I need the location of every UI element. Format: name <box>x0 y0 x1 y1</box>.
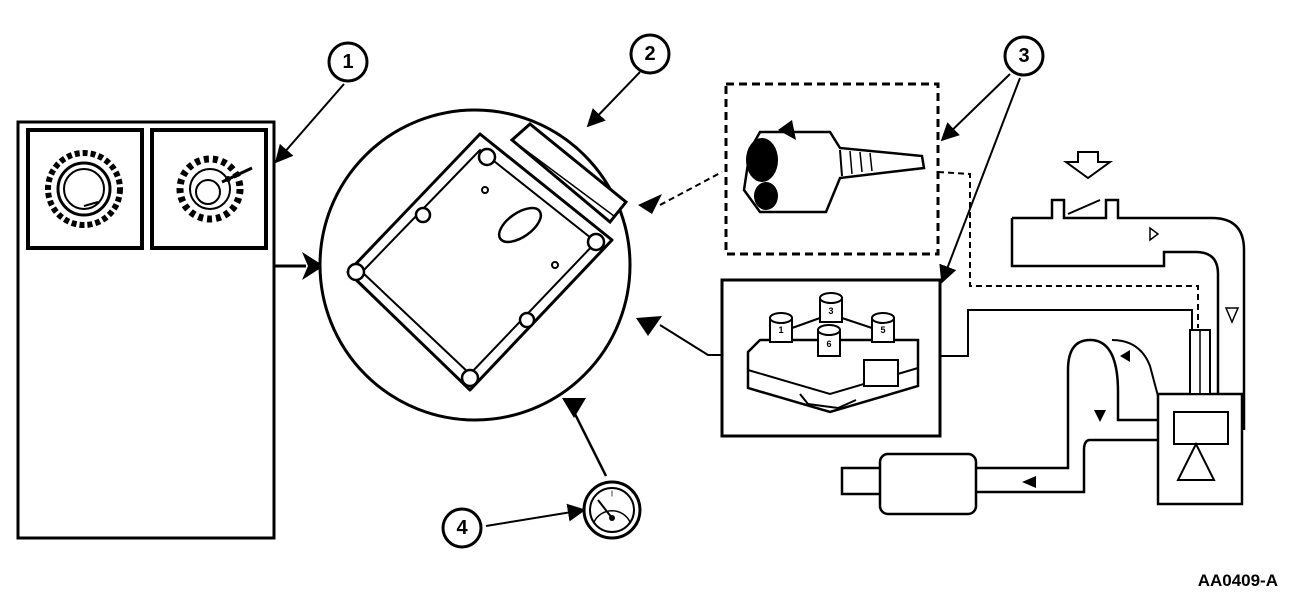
sensor-panel <box>16 120 276 540</box>
spark-plug-box <box>724 82 1199 328</box>
gauge-scale-mark: I <box>611 490 613 499</box>
callout-4: 4 <box>441 507 483 549</box>
coil-tower-3: 3 <box>819 292 843 323</box>
callout-3-label: 3 <box>1018 45 1029 67</box>
output-arrow-to-tachometer <box>562 398 608 477</box>
callout-1-label: 1 <box>342 51 353 73</box>
coil-tower-5: 5 <box>871 312 895 343</box>
figure-id: AA0409-A <box>1198 571 1278 590</box>
signal-arrow-sensors-to-module <box>274 252 324 280</box>
callout-leaders <box>274 71 1021 527</box>
tachometer-gauge: I <box>582 480 642 540</box>
callout-1: 1 <box>327 41 369 83</box>
engine-intake-exhaust-schematic <box>840 151 1246 516</box>
ignition-control-module <box>318 108 632 422</box>
crankshaft-sensor-window <box>26 128 144 250</box>
coil-tower-1: 1 <box>769 312 793 343</box>
output-arrow-to-coil-pack <box>636 316 722 356</box>
coil-pack-box: 1 3 5 6 <box>720 278 1193 438</box>
coil-tower-label: 5 <box>880 325 885 335</box>
callout-4-label: 4 <box>456 517 468 539</box>
intake-arrow-icon <box>1062 151 1114 180</box>
coil-tower-label: 3 <box>828 306 833 316</box>
coil-tower-6: 6 <box>817 324 841 357</box>
callout-2: 2 <box>629 33 671 75</box>
coil-tower-label: 6 <box>826 339 831 349</box>
output-arrow-to-spark-plug <box>638 171 723 214</box>
callout-2-label: 2 <box>644 43 655 65</box>
camshaft-sensor-window <box>150 128 268 250</box>
callout-3: 3 <box>1003 35 1045 77</box>
coil-tower-label: 1 <box>778 325 783 335</box>
